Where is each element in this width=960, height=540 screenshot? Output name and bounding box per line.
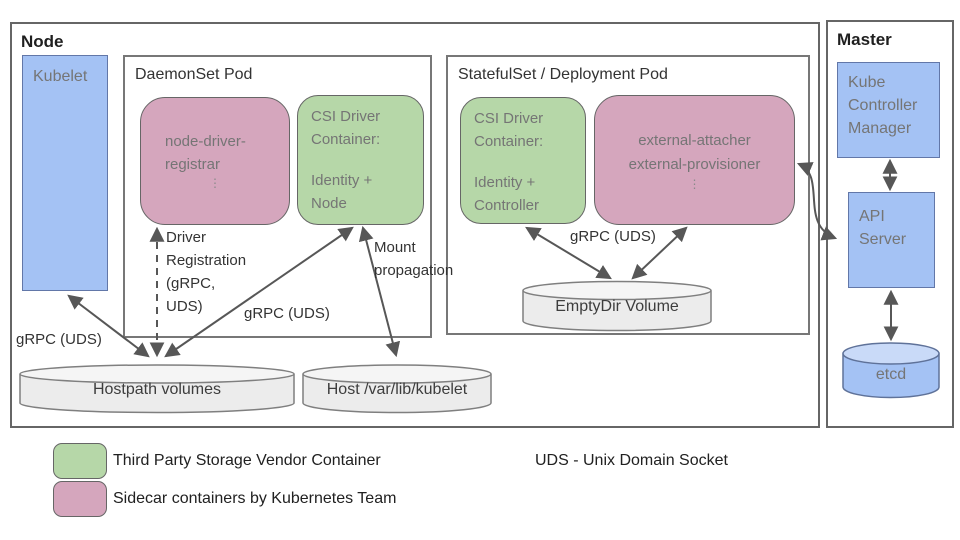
api-server-line: Server — [859, 231, 907, 248]
legend-green-label: Third Party Storage Vendor Container — [113, 452, 381, 469]
kubelet-box: Kubelet — [22, 55, 108, 291]
emptydir-volume-cylinder: EmptyDir Volume — [522, 280, 712, 332]
ellipsis-glyph: ⋮ — [688, 177, 701, 191]
host-kubelet-dir-label: Host /var/lib/kubelet — [326, 381, 468, 398]
emptydir-label: EmptyDir Volume — [555, 298, 679, 315]
kcm-line: Controller — [848, 97, 918, 114]
csi-ctrl-body-line: Identity + — [474, 174, 536, 191]
driver-registration-line: Driver — [166, 229, 206, 246]
grpc-uds-left-label: gRPC (UDS) — [16, 331, 102, 348]
csi-ctrl-body-line: Controller — [474, 197, 540, 214]
csi-node-title-line: CSI Driver — [311, 108, 381, 125]
sidecar-line: external-attacher — [638, 132, 751, 149]
csi-ctrl-title-line: Container: — [474, 133, 544, 150]
api-server-box: API Server — [848, 192, 935, 288]
master-title: Master — [837, 30, 892, 49]
kubelet-label: Kubelet — [33, 68, 88, 85]
csi-driver-controller-box: CSI Driver Container: Identity + Control… — [460, 97, 586, 224]
csi-ctrl-title-line: CSI Driver — [474, 110, 544, 127]
legend-pink-label: Sidecar containers by Kubernetes Team — [113, 490, 397, 507]
etcd-cylinder: etcd — [842, 342, 940, 399]
host-var-lib-kubelet-cylinder: Host /var/lib/kubelet — [302, 364, 492, 414]
statefulset-pod-title: StatefulSet / Deployment Pod — [458, 66, 668, 83]
driver-registration-line: (gRPC, — [166, 275, 216, 292]
ellipsis-glyph: ⋮ — [209, 176, 221, 190]
csi-node-body-line: Node — [311, 195, 347, 212]
hostpath-label: Hostpath volumes — [92, 381, 222, 398]
sidecar-line: external-provisioner — [628, 156, 761, 173]
mount-propagation-label: Mount propagation — [374, 236, 453, 282]
daemonset-pod-title: DaemonSet Pod — [135, 66, 253, 83]
hostpath-volumes-cylinder: Hostpath volumes — [19, 364, 295, 414]
kube-controller-manager-box: Kube Controller Manager — [837, 62, 940, 158]
node-driver-registrar-box: node-driver- registrar ⋮ — [140, 97, 290, 225]
etcd-label: etcd — [875, 366, 907, 383]
sidecar-containers-box: external-attacher external-provisioner ⋮ — [594, 95, 795, 225]
mount-propagation-line: propagation — [374, 262, 454, 279]
grpc-uds-diagonal-label: gRPC (UDS) — [244, 305, 330, 322]
csi-node-title-line: Container: — [311, 131, 381, 148]
csi-driver-node-box: CSI Driver Container: Identity + Node — [297, 95, 424, 225]
driver-registration-line: UDS) — [166, 298, 203, 315]
uds-note: UDS - Unix Domain Socket — [535, 452, 728, 469]
kcm-line: Manager — [848, 120, 912, 137]
cylinder-shape — [842, 342, 940, 399]
mount-propagation-line: Mount — [374, 239, 416, 256]
api-server-line: API — [859, 208, 885, 225]
registrar-line: node-driver- — [165, 133, 246, 150]
node-title: Node — [21, 32, 64, 51]
driver-registration-line: Registration — [166, 252, 247, 269]
driver-registration-label: Driver Registration (gRPC, UDS) — [166, 226, 246, 318]
csi-node-body-line: Identity + — [311, 172, 373, 189]
cylinder-shape — [522, 280, 712, 332]
registrar-line: registrar — [165, 156, 221, 173]
legend-pink-swatch — [53, 481, 107, 517]
cylinder-shape — [19, 364, 295, 414]
legend-green-swatch — [53, 443, 107, 479]
cylinder-shape — [302, 364, 492, 414]
kcm-line: Kube — [848, 74, 886, 91]
grpc-uds-stateful-label: gRPC (UDS) — [570, 228, 656, 245]
